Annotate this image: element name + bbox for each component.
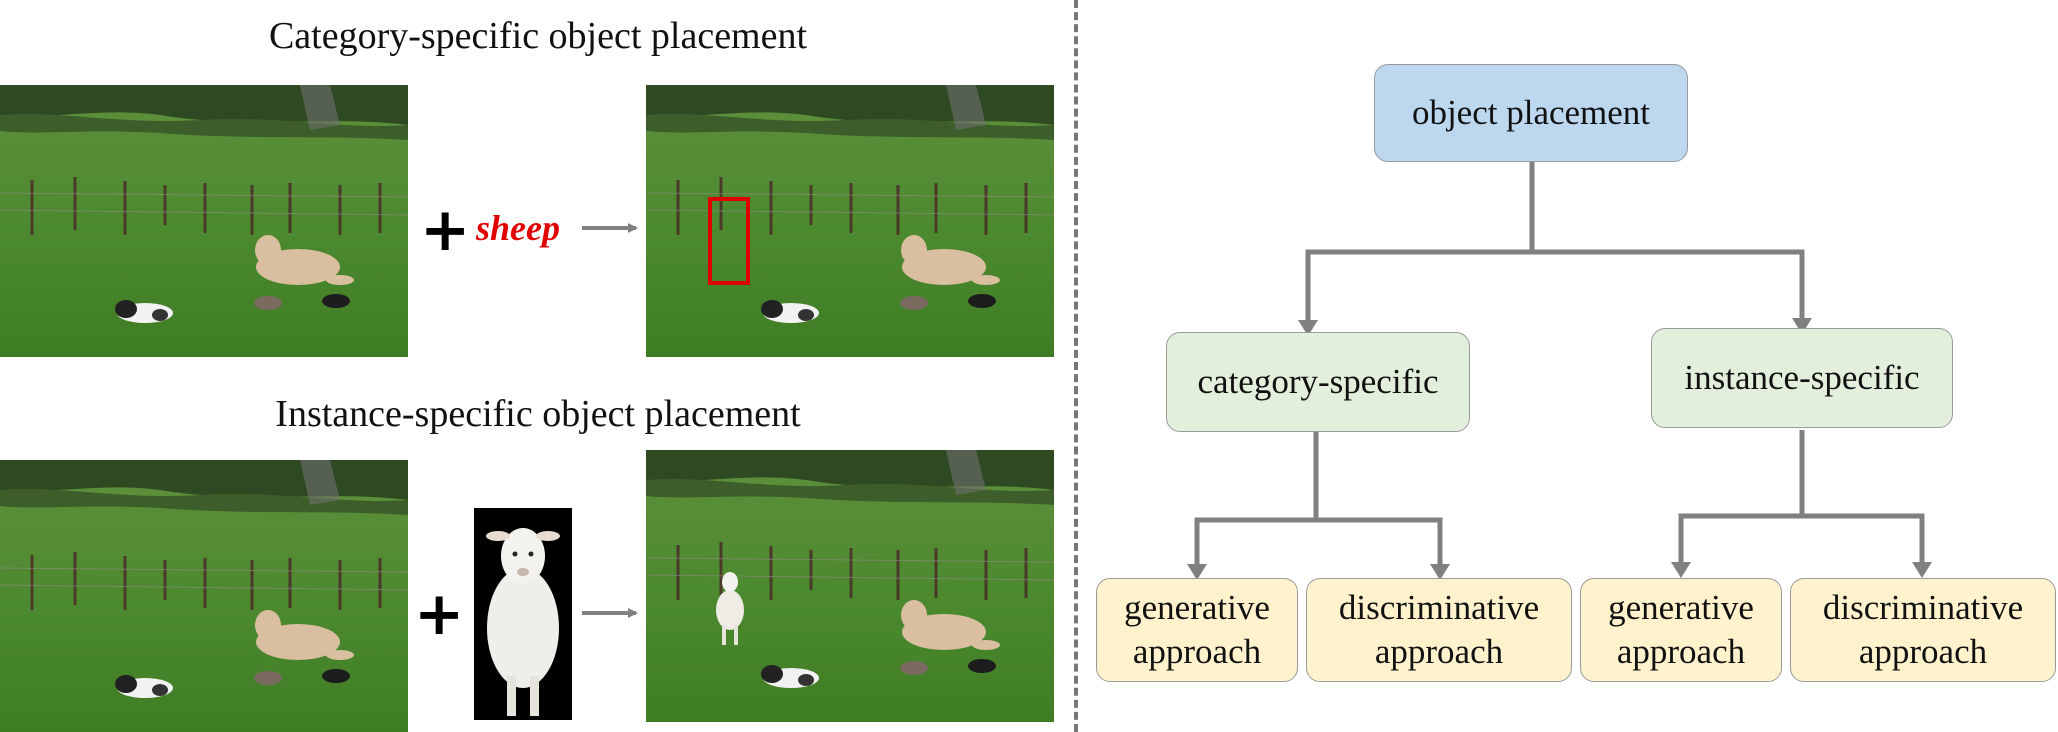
leaf-node-generative-1: generative approach: [1096, 578, 1298, 682]
dashed-divider: [1074, 0, 1078, 732]
leaf-line2: approach: [1616, 632, 1746, 671]
leaf-line2: approach: [1374, 632, 1504, 671]
leaf-node-discriminative-2: discriminative approach: [1790, 578, 2056, 682]
leaf-node-discriminative-1: discriminative approach: [1306, 578, 1572, 682]
root-node: object placement: [1374, 64, 1688, 162]
sheep-foreground-image: [474, 508, 572, 720]
category-word: sheep: [476, 208, 560, 248]
arrow-top: [582, 223, 638, 233]
plus-sign-top: +: [420, 195, 471, 265]
placed-sheep: [716, 572, 744, 645]
leaf-line1: generative: [1124, 588, 1270, 627]
placement-bounding-box: [708, 197, 750, 285]
result-photo-top: [646, 85, 1054, 357]
instance-specific-label: instance-specific: [1684, 358, 1920, 397]
leaf-line1: discriminative: [1822, 588, 2024, 627]
arrow-bottom: [582, 608, 638, 618]
leaf-line2: approach: [1132, 632, 1262, 671]
root-node-label: object placement: [1411, 93, 1651, 132]
result-photo-bottom: [646, 450, 1054, 722]
leaf-node-generative-2: generative approach: [1580, 578, 1782, 682]
category-specific-label: category-specific: [1197, 362, 1439, 401]
bottom-row-title: Instance-specific object placement: [275, 393, 801, 435]
category-specific-node: category-specific: [1166, 332, 1470, 432]
top-row-title: Category-specific object placement: [268, 15, 808, 57]
leaf-line1: generative: [1608, 588, 1754, 627]
plus-sign-bottom: +: [414, 579, 465, 649]
leaf-line1: discriminative: [1338, 588, 1540, 627]
leaf-line2: approach: [1858, 632, 1988, 671]
instance-specific-node: instance-specific: [1651, 328, 1953, 428]
